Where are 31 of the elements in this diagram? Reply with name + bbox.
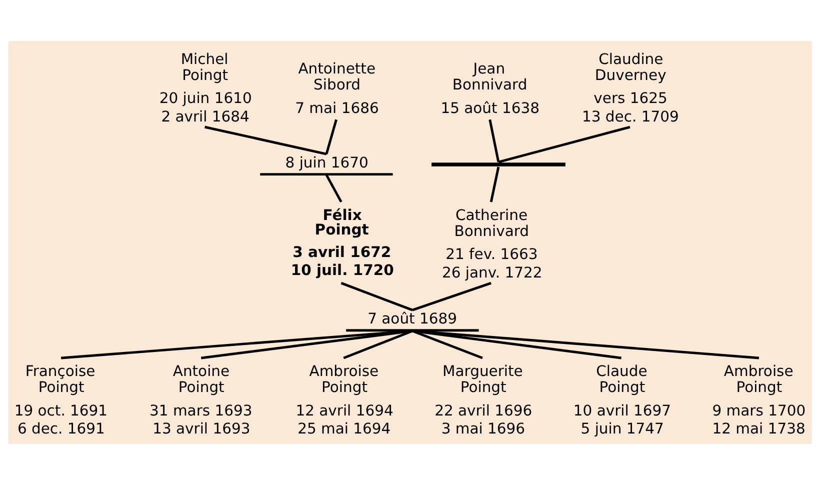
node-label: 8 juin 1670	[285, 154, 368, 172]
connector	[325, 174, 342, 203]
node-text: Françoise Poingt 19 oct. 1691 6 dec. 1691	[14, 362, 108, 438]
node-text: Michel Poingt 20 juin 1610 2 avril 1684	[159, 50, 252, 126]
node-text: Ambroise Poingt 9 mars 1700 12 mai 1738	[712, 362, 806, 438]
node-text: Ambroise Poingt 12 avril 1694 25 mai 1694	[296, 362, 394, 438]
node-text: Jean Bonnivard 15 août 1638	[440, 60, 540, 117]
connector	[412, 282, 492, 312]
connector	[343, 330, 413, 360]
node-label: 7 août 1689	[368, 310, 458, 328]
node-box	[346, 329, 479, 332]
connector	[60, 330, 413, 360]
connector	[325, 119, 338, 154]
node-text: Félix Poingt 3 avril 1672 10 juil. 1720	[290, 206, 394, 280]
connector	[412, 330, 622, 360]
connector	[200, 330, 413, 360]
connector	[490, 166, 500, 202]
node-text: Antoinette Sibord 7 mai 1686	[295, 60, 379, 117]
connector	[204, 126, 327, 156]
node-box	[260, 173, 393, 176]
connector	[340, 282, 413, 312]
connector	[412, 330, 760, 360]
connector	[498, 126, 630, 164]
node-bar	[432, 162, 566, 166]
node-text: Claudine Duverney vers 1625 13 dec. 1709	[582, 50, 679, 126]
connector	[412, 330, 483, 360]
node-text: Antoine Poingt 31 mars 1693 13 avril 1693	[150, 362, 252, 438]
node-text: Claude Poingt 10 avril 1697 5 juin 1747	[573, 362, 672, 438]
node-text: Catherine Bonnivard 21 fev. 1663 26 janv. 1722	[442, 206, 542, 282]
connector	[488, 119, 500, 162]
node-text: Marguerite Poingt 22 avril 1696 3 mai 1696	[434, 362, 532, 438]
